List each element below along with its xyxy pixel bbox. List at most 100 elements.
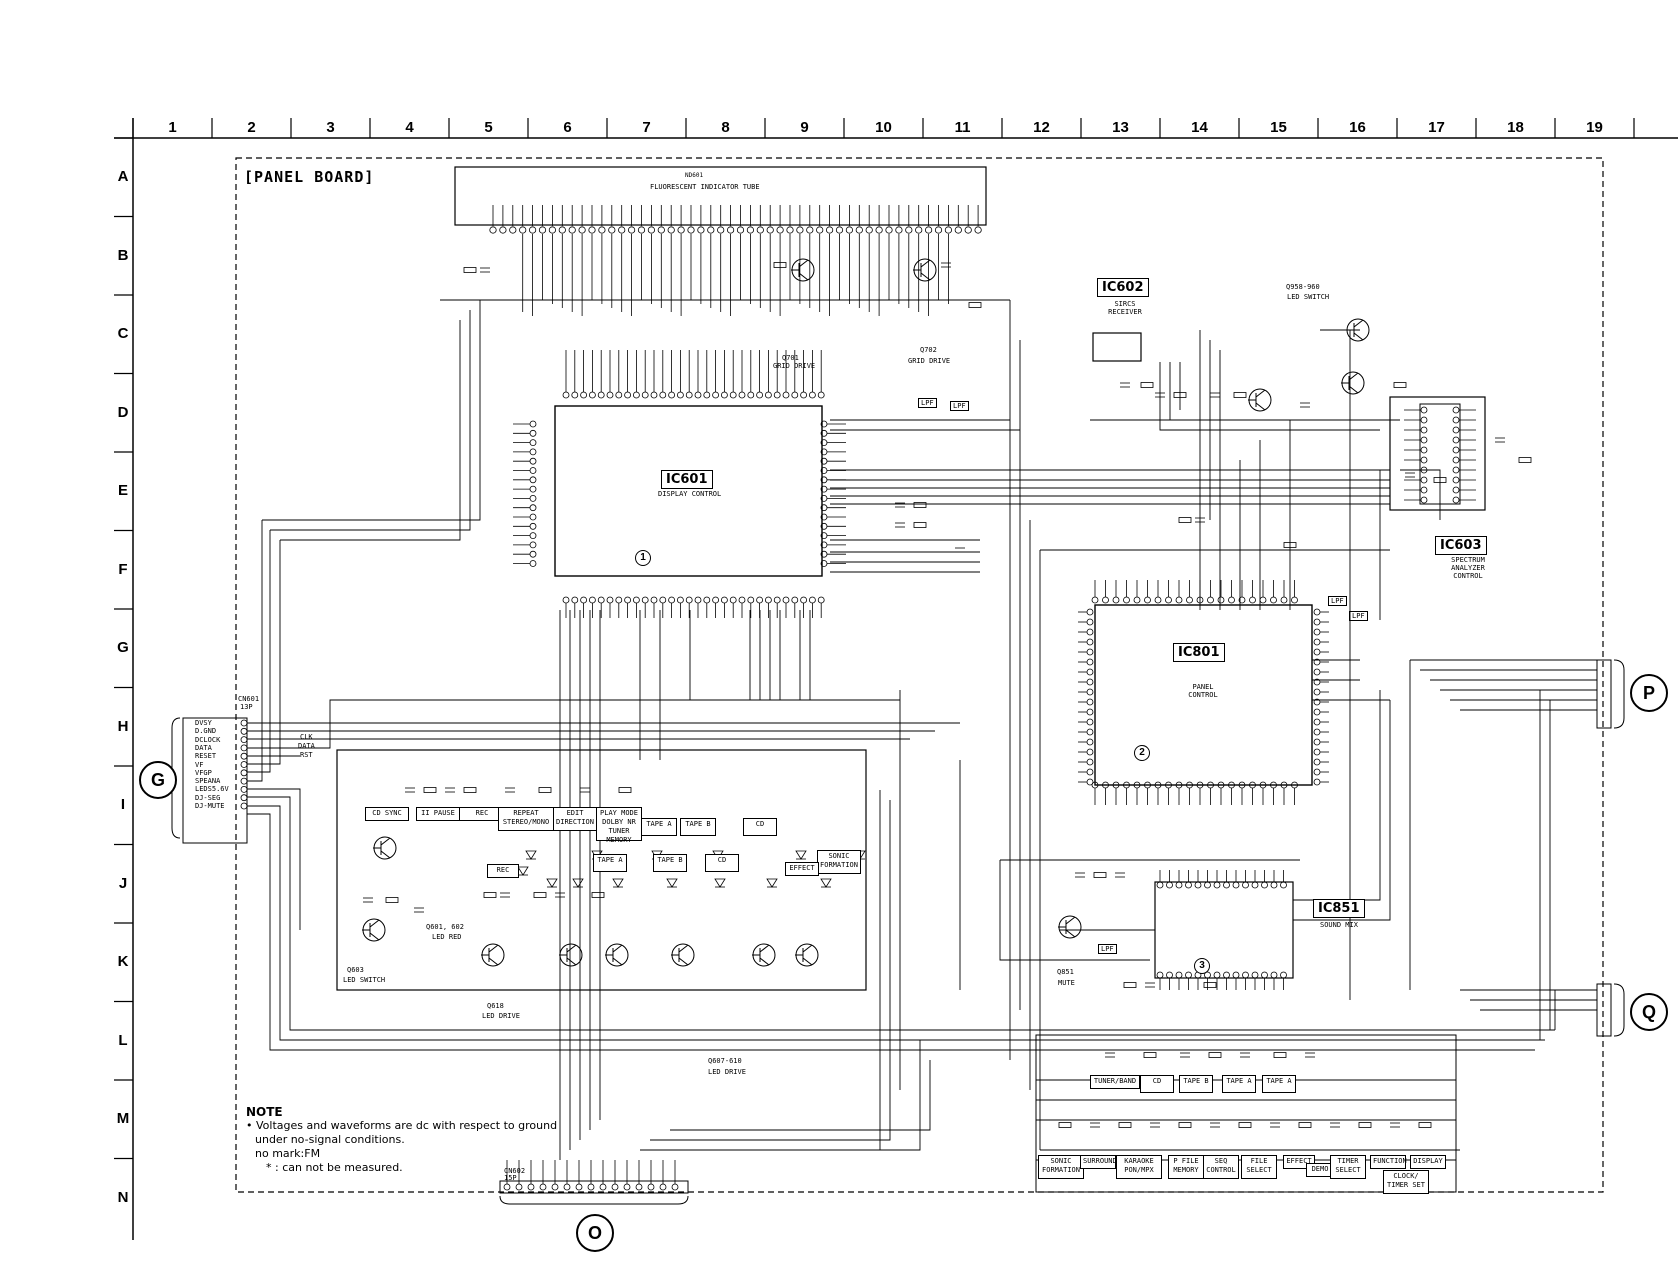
row-label: H: [117, 717, 129, 735]
ic601-label: IC601: [661, 470, 713, 489]
note-line-4: * : can not be measured.: [266, 1161, 403, 1174]
fl-tube-name: FLUORESCENT INDICATOR TUBE: [650, 183, 760, 191]
bottom-switch-4: SEQ CONTROL: [1203, 1155, 1239, 1179]
row-label: J: [118, 874, 128, 892]
lower-switch-1: CD: [1140, 1075, 1174, 1093]
cn601-ref: CN601: [238, 695, 260, 703]
lower-switch-4: TAPE A: [1262, 1075, 1296, 1093]
connector-o: O: [576, 1214, 614, 1252]
g-pin-label: DCLOCK: [195, 735, 221, 744]
bottom-switch-9: FUNCTION: [1370, 1155, 1407, 1169]
fl-tube-ref: ND601: [685, 172, 704, 179]
q607-ref: Q607-610: [708, 1057, 742, 1065]
lpf-box-1: LPF: [918, 398, 937, 408]
g-pin-label: RESET: [195, 752, 217, 761]
g-pin-label: DJ-SEG: [195, 793, 221, 802]
bottom-switch-2: KARAOKE PON/MPX: [1116, 1155, 1162, 1179]
top-switch-7: TAPE B: [680, 818, 716, 836]
ic801-label: IC801: [1173, 643, 1225, 662]
ic801-desc: PANEL CONTROL: [1188, 683, 1218, 699]
g-pin-label: DVSY: [195, 719, 212, 727]
q702-desc: GRID DRIVE: [908, 357, 951, 365]
cn601-pins: 13P: [240, 703, 253, 711]
column-label: 4: [405, 119, 414, 136]
board-title: [PANEL BOARD]: [244, 168, 375, 186]
column-label: 19: [1586, 119, 1603, 136]
g-pin-label: D.GND: [195, 727, 217, 736]
ic851-label: IC851: [1313, 899, 1365, 918]
q618-desc: LED DRIVE: [482, 1012, 520, 1020]
q607-desc: LED DRIVE: [708, 1068, 746, 1076]
g-pin-label: SPEANA: [195, 777, 221, 786]
g-pin-label: VF: [195, 760, 204, 769]
note-block: NOTE • Voltages and waveforms are dc wit…: [246, 1105, 557, 1175]
column-label: 15: [1270, 119, 1287, 136]
note-line-1: • Voltages and waveforms are dc with res…: [246, 1119, 558, 1132]
cn602-ref: CN602: [504, 1167, 526, 1175]
connector-q: Q: [1630, 993, 1668, 1031]
ic601-desc: DISPLAY CONTROL: [658, 490, 722, 498]
column-label: 18: [1507, 119, 1524, 136]
lpf-box-4: LPF: [1349, 611, 1368, 621]
bottom-switch-1: SURROUND: [1080, 1155, 1117, 1169]
q601-desc: LED RED: [432, 933, 462, 941]
row-label: C: [117, 325, 129, 343]
cn602-pins: 15P: [504, 1174, 517, 1182]
ic602-label: IC602: [1097, 278, 1149, 297]
q601-ref: Q601, 602: [426, 923, 464, 931]
column-label: 5: [484, 119, 493, 136]
q701-desc: GRID DRIVE: [773, 362, 816, 370]
top-switch-1: II PAUSE: [416, 807, 460, 821]
row-label: A: [117, 168, 129, 186]
connector-p: P: [1630, 674, 1668, 712]
mid-switch-3: CD: [705, 854, 739, 872]
column-label: 12: [1033, 119, 1050, 136]
waveform-marker-2: 2: [1134, 745, 1150, 761]
mid-switch-2: TAPE B: [653, 854, 687, 872]
ic851-desc: SOUND MIX: [1320, 921, 1358, 929]
row-label: B: [117, 246, 129, 264]
column-label: 8: [721, 119, 730, 136]
top-switch-4: EDIT DIRECTION: [553, 807, 597, 831]
ic602-desc: SIRCS RECEIVER: [1108, 300, 1142, 316]
column-label: 3: [326, 119, 335, 136]
bottom-switch-10: DISPLAY: [1410, 1155, 1446, 1169]
column-label: 10: [875, 119, 892, 136]
note-line-3: no mark:FM: [255, 1147, 321, 1160]
bottom-switch-5: FILE SELECT: [1241, 1155, 1277, 1179]
row-label: D: [117, 403, 129, 421]
column-label: 6: [563, 119, 572, 136]
bottom-switch-11: CLOCK/ TIMER SET: [1383, 1170, 1429, 1194]
mid-switch-1: TAPE A: [593, 854, 627, 872]
g-pin-label: VFGP: [195, 768, 212, 777]
note-heading: NOTE: [246, 1105, 283, 1119]
note-line-2: under no-signal conditions.: [255, 1133, 405, 1146]
row-label: M: [116, 1110, 130, 1128]
lower-switch-3: TAPE A: [1222, 1075, 1256, 1093]
column-label: 16: [1349, 119, 1366, 136]
row-label: I: [120, 796, 126, 814]
lower-switch-2: TAPE B: [1179, 1075, 1213, 1093]
row-label: G: [117, 639, 129, 657]
q618-ref: Q618: [487, 1002, 504, 1010]
top-switch-9: SONIC FORMATION: [817, 850, 861, 874]
mid-switch-4: EFFECT: [785, 862, 819, 876]
ic603-desc: SPECTRUM ANALYZER CONTROL: [1451, 556, 1485, 580]
g-pin-label: DATA: [195, 743, 212, 752]
signal-data: DATA: [298, 742, 315, 750]
lower-switch-0: TUNER/BAND: [1090, 1075, 1140, 1089]
bottom-switch-3: P FILE MEMORY: [1168, 1155, 1204, 1179]
column-label: 14: [1191, 119, 1208, 136]
q603-ref: Q603: [347, 966, 364, 974]
column-label: 13: [1112, 119, 1129, 136]
row-label: E: [117, 482, 128, 500]
signal-clk: CLK: [300, 733, 313, 741]
q958-ref: Q958-960: [1286, 283, 1320, 291]
lpf-box-3: LPF: [1328, 596, 1347, 606]
q958-desc: LED SWITCH: [1287, 293, 1330, 301]
column-label: 7: [642, 119, 651, 136]
column-label: 1: [168, 119, 177, 136]
q851-ref: Q851: [1057, 968, 1074, 976]
